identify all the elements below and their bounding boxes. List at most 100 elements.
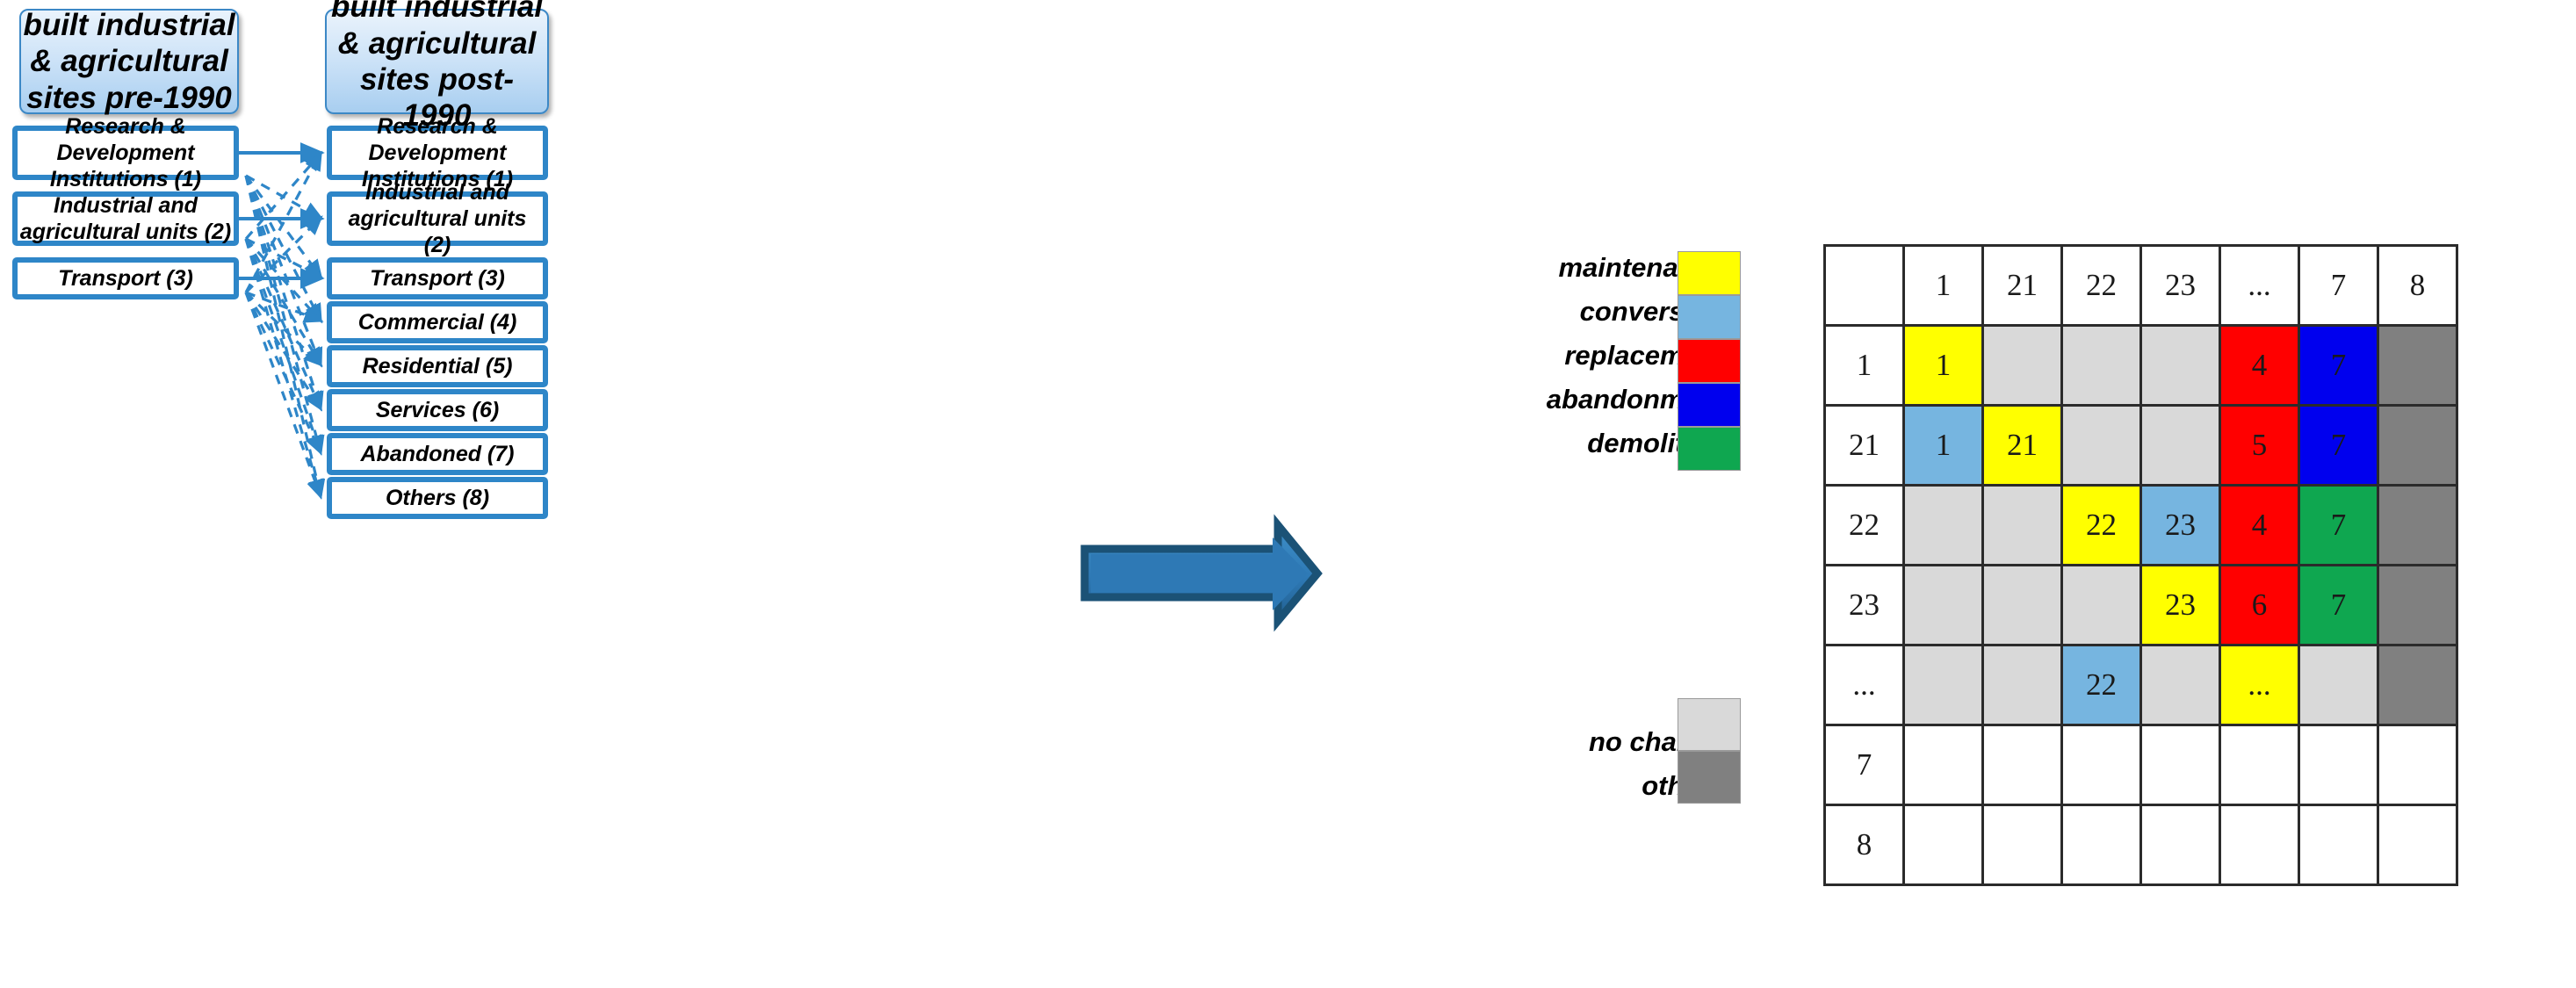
matrix-cell[interactable]: [2139, 644, 2221, 726]
right-item-label: Research & Development Institutions (1): [361, 114, 514, 191]
matrix-cell[interactable]: [2377, 404, 2458, 487]
matrix-cell[interactable]: 22: [2060, 484, 2142, 566]
big-right-arrow: [1080, 514, 1323, 632]
matrix-corner-cell: [1823, 244, 1905, 327]
solid-connector-arrows: [239, 142, 325, 289]
matrix-row: 7: [1823, 724, 2458, 806]
matrix-cell[interactable]: 22: [2060, 644, 2142, 726]
right-column-header-label: built industrial & agricultural sites po…: [330, 0, 544, 133]
matrix-cell[interactable]: [2139, 404, 2221, 487]
matrix-cell[interactable]: 1: [1902, 324, 1984, 407]
matrix-cell[interactable]: [2060, 324, 2142, 407]
right-item-commercial[interactable]: Commercial (4): [327, 301, 548, 343]
matrix-cell[interactable]: [2219, 724, 2300, 806]
matrix-cell[interactable]: 1: [1902, 404, 1984, 487]
matrix-cell[interactable]: [1902, 724, 1984, 806]
left-item-industrial-agricultural[interactable]: Industrial and agricultural units (2): [12, 191, 239, 246]
matrix-row: ...22...: [1823, 644, 2458, 726]
matrix-cell[interactable]: [2060, 404, 2142, 487]
matrix-cell[interactable]: 4: [2219, 324, 2300, 407]
matrix-col-header: ...: [2219, 244, 2300, 327]
left-item-label: Transport (3): [58, 266, 193, 291]
matrix-row-header: 8: [1823, 804, 1905, 886]
matrix-cell[interactable]: [2298, 804, 2379, 886]
right-item-research-development[interactable]: Research & Development Institutions (1): [327, 114, 548, 191]
right-item-label: Others (8): [385, 486, 490, 510]
matrix-cell[interactable]: 23: [2139, 484, 2221, 566]
right-item-services[interactable]: Services (6): [327, 389, 548, 431]
matrix-cell[interactable]: [1902, 564, 1984, 646]
matrix-cell[interactable]: ...: [2219, 644, 2300, 726]
matrix-cell[interactable]: 7: [2298, 324, 2379, 407]
matrix-cell[interactable]: [1902, 644, 1984, 726]
left-item-transport[interactable]: Transport (3): [12, 257, 239, 299]
swatch-demolition: [1678, 427, 1741, 471]
swatch-replacement: [1678, 339, 1741, 383]
matrix-cell[interactable]: [2298, 644, 2379, 726]
right-column-header: built industrial & agricultural sites po…: [325, 0, 549, 133]
matrix-cell[interactable]: [1981, 724, 2063, 806]
matrix-cell[interactable]: 7: [2298, 404, 2379, 487]
matrix-cell[interactable]: 6: [2219, 564, 2300, 646]
swatch-conversion: [1678, 295, 1741, 339]
matrix-cell[interactable]: [2377, 804, 2458, 886]
right-item-transport[interactable]: Transport (3): [327, 257, 548, 299]
legend-swatch-stack-primary: [1678, 251, 1741, 471]
right-item-label: Residential (5): [362, 354, 513, 379]
matrix-cell[interactable]: [1981, 644, 2063, 726]
matrix-row-header: 23: [1823, 564, 1905, 646]
matrix-col-header: 21: [1981, 244, 2063, 327]
right-item-label: Industrial and agricultural units (2): [348, 180, 527, 257]
matrix-cell[interactable]: [2377, 644, 2458, 726]
right-item-others[interactable]: Others (8): [327, 477, 548, 519]
left-item-research-development[interactable]: Research & Development Institutions (1): [12, 114, 239, 191]
matrix-cell[interactable]: 7: [2298, 564, 2379, 646]
left-column-header: built industrial & agricultural sites pr…: [19, 8, 239, 115]
matrix-cell[interactable]: [2298, 724, 2379, 806]
matrix-cell[interactable]: [2377, 324, 2458, 407]
matrix-cell[interactable]: 4: [2219, 484, 2300, 566]
matrix-col-header: 7: [2298, 244, 2379, 327]
right-item-abandoned[interactable]: Abandoned (7): [327, 433, 548, 475]
matrix-cell[interactable]: [1902, 484, 1984, 566]
matrix-cell[interactable]: 5: [2219, 404, 2300, 487]
matrix-cell[interactable]: [2377, 484, 2458, 566]
matrix-cell[interactable]: [2377, 724, 2458, 806]
matrix-col-header: 8: [2377, 244, 2458, 327]
matrix-row-header: 7: [1823, 724, 1905, 806]
dashed-connector-arrows: [244, 150, 326, 500]
matrix-col-header: 23: [2139, 244, 2221, 327]
matrix-cell[interactable]: [1981, 484, 2063, 566]
right-item-label: Transport (3): [370, 266, 505, 291]
matrix-cell[interactable]: [1981, 804, 2063, 886]
right-item-label: Commercial (4): [357, 310, 517, 335]
matrix-cell[interactable]: 21: [1981, 404, 2063, 487]
matrix-cell[interactable]: [2060, 724, 2142, 806]
matrix-cell[interactable]: [2139, 724, 2221, 806]
right-item-industrial-agricultural[interactable]: Industrial and agricultural units (2): [327, 180, 548, 257]
matrix-cell[interactable]: [1902, 804, 1984, 886]
matrix-col-header: 22: [2060, 244, 2142, 327]
matrix-cell[interactable]: [2139, 804, 2221, 886]
left-item-label: Industrial and agricultural units (2): [19, 193, 232, 244]
legend-swatch-stack-secondary: [1678, 698, 1741, 804]
matrix-col-header: 1: [1902, 244, 1984, 327]
matrix-cell[interactable]: [1981, 564, 2063, 646]
matrix-cell[interactable]: [2219, 804, 2300, 886]
matrix-cell[interactable]: [2060, 564, 2142, 646]
right-item-residential[interactable]: Residential (5): [327, 345, 548, 387]
right-item-label: Abandoned (7): [360, 442, 515, 466]
matrix-cell[interactable]: 23: [2139, 564, 2221, 646]
left-item-label: Research & Development Institutions (1): [49, 114, 202, 191]
matrix-cell[interactable]: [2139, 324, 2221, 407]
matrix-cell[interactable]: 7: [2298, 484, 2379, 566]
matrix-cell[interactable]: [2377, 564, 2458, 646]
swatch-no-change: [1678, 698, 1741, 751]
matrix-row-header: 1: [1823, 324, 1905, 407]
matrix-cell[interactable]: [1981, 324, 2063, 407]
matrix-cell[interactable]: [2060, 804, 2142, 886]
